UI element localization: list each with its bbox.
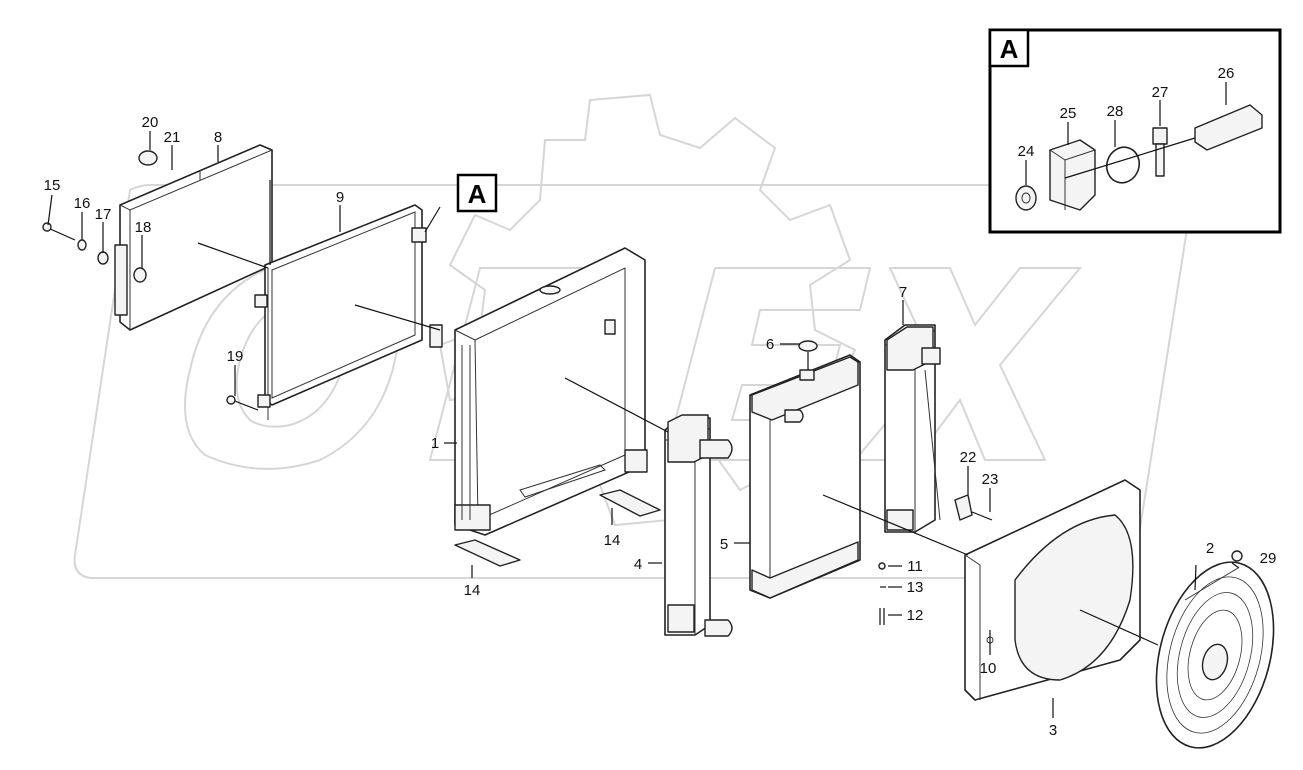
callout-1: 1 xyxy=(431,435,439,452)
callout-14-upper: 14 xyxy=(604,532,621,549)
inset-tag-a-label: A xyxy=(1000,34,1019,64)
callout-20: 20 xyxy=(142,114,159,131)
view-tag-a-main xyxy=(456,173,498,213)
callout-7: 7 xyxy=(899,284,907,301)
callout-3: 3 xyxy=(1049,722,1057,739)
part-8-side-panel xyxy=(114,144,273,331)
callout-18: 18 xyxy=(135,219,152,236)
callout-28: 28 xyxy=(1107,103,1124,120)
callout-24: 24 xyxy=(1018,143,1035,160)
callout-26: 26 xyxy=(1218,65,1235,82)
callout-25: 25 xyxy=(1060,105,1077,122)
callout-9: 9 xyxy=(336,189,344,206)
callout-19: 19 xyxy=(227,348,244,365)
callout-16: 16 xyxy=(74,195,91,212)
callout-22: 22 xyxy=(960,449,977,466)
callout-5: 5 xyxy=(720,536,728,553)
callout-23: 23 xyxy=(982,471,999,488)
callout-17: 17 xyxy=(95,206,112,223)
callout-15: 15 xyxy=(44,177,61,194)
part-9-grille-frame xyxy=(254,204,443,420)
part-2-fan-guard xyxy=(1155,561,1275,749)
leader-lines xyxy=(47,131,1240,718)
callout-13: 13 xyxy=(907,579,924,596)
part-3-fan-shroud xyxy=(964,479,1141,701)
callout-11: 11 xyxy=(907,558,923,575)
part-5-radiator xyxy=(749,354,861,599)
callout-14-lower: 14 xyxy=(464,582,481,599)
callout-2: 2 xyxy=(1206,540,1214,557)
callout-6: 6 xyxy=(766,336,774,353)
detail-view-a-inset xyxy=(988,28,1282,234)
part-1-radiator-frame xyxy=(454,247,648,536)
callout-10: 10 xyxy=(980,660,997,677)
callout-27: 27 xyxy=(1152,84,1169,101)
hardware-parts xyxy=(42,150,1243,625)
part-7-charge-air-cooler xyxy=(884,324,941,533)
part-4-oil-cooler xyxy=(664,414,733,637)
callout-4: 4 xyxy=(634,556,642,573)
callout-12: 12 xyxy=(907,607,924,624)
callout-29: 29 xyxy=(1260,550,1277,567)
view-tag-a-label: A xyxy=(468,179,487,209)
callout-21: 21 xyxy=(164,129,181,146)
callout-8: 8 xyxy=(214,129,222,146)
